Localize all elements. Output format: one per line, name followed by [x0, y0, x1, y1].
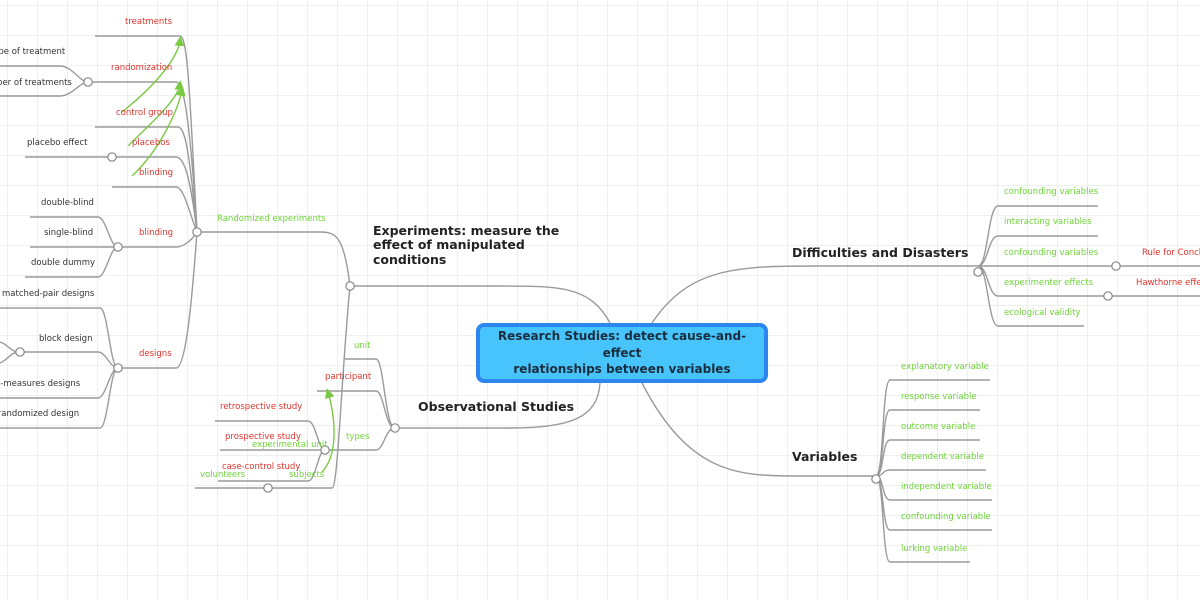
topic-designs[interactable]: designs	[139, 349, 172, 359]
topic-control-group[interactable]: control group	[116, 108, 173, 118]
topic-variable-item[interactable]: confounding variable	[901, 512, 991, 522]
topic-variable-item[interactable]: independent variable	[901, 482, 992, 492]
topic-hawthorne-effect[interactable]: Hawthorne effect	[1136, 278, 1200, 288]
branch-node-confounding	[1111, 261, 1121, 271]
topic-variable-item[interactable]: lurking variable	[901, 544, 968, 554]
branch-node-designs	[113, 363, 123, 373]
topic-rule-for-conclusions[interactable]: Rule for Conclusions	[1142, 248, 1200, 258]
branch-node-experimenter	[1103, 291, 1113, 301]
branch-node-experiments	[345, 281, 355, 291]
topic-experiments-line-1: Experiments: measure the	[373, 223, 560, 238]
topic-placebos[interactable]: placebos	[132, 138, 170, 148]
topic-number-of-treatments[interactable]: number of treatments	[0, 78, 72, 88]
topic-experiments-line-2: effect of manipulated	[373, 237, 525, 253]
topic-randomization[interactable]: randomization	[111, 63, 173, 73]
central-topic[interactable]: Research Studies: detect cause-and-effec…	[476, 323, 768, 383]
topic-subjects[interactable]: subjects	[289, 470, 325, 480]
topic-variable-item[interactable]: outcome variable	[901, 422, 976, 432]
topic-retrospective-study[interactable]: retrospective study	[220, 402, 303, 412]
topic-types[interactable]: types	[346, 432, 370, 442]
topic-confounding-variables-1[interactable]: confounding variables	[1004, 187, 1099, 197]
branch-node-randomized	[192, 227, 202, 237]
topic-single-blind[interactable]: single-blind	[44, 228, 94, 238]
topic-participant[interactable]: participant	[325, 372, 372, 382]
topic-observational-studies[interactable]: Observational Studies	[418, 399, 575, 414]
topic-treatments[interactable]: treatments	[125, 17, 173, 27]
branch-node-subjects	[263, 483, 273, 493]
topic-unit[interactable]: unit	[354, 341, 371, 351]
topic-volunteers[interactable]: volunteers	[200, 470, 246, 480]
topic-interacting-variables[interactable]: interacting variables	[1004, 217, 1092, 227]
branch-node-randomization	[83, 77, 93, 87]
topic-experimental-unit[interactable]: experimental unit	[252, 440, 328, 450]
topic-experiments[interactable]: Experiments: measure the effect of manip…	[373, 223, 560, 267]
topic-case-control-study[interactable]: case-control study	[222, 462, 301, 472]
topic-confounding-variables-2[interactable]: confounding variables	[1004, 248, 1099, 258]
topic-placebo-effect[interactable]: placebo effect	[27, 138, 88, 148]
central-topic-line-1: Research Studies: detect cause-and-effec…	[497, 328, 747, 360]
branch-node-observational	[390, 423, 400, 433]
topic-blinding-top[interactable]: blinding	[139, 168, 174, 178]
topic-variable-item[interactable]: dependent variable	[901, 452, 984, 462]
topic-double-blind[interactable]: double-blind	[41, 198, 94, 208]
topic-prospective-study[interactable]: prospective study	[225, 432, 301, 442]
topic-variable-item[interactable]: explanatory variable	[901, 362, 989, 372]
topic-experiments-line-3: conditions	[373, 251, 447, 267]
branch-node-types	[320, 445, 330, 455]
topic-randomized-experiments[interactable]: Randomized experiments	[217, 214, 326, 224]
branch-node-difficulties	[973, 267, 983, 277]
branch-node-blinding	[113, 242, 123, 252]
topic-type-of-treatment[interactable]: type of treatment	[0, 47, 66, 57]
topic-ecological-validity[interactable]: ecological validity	[1004, 308, 1081, 318]
topic-completely-randomized-design[interactable]: completely randomized design	[0, 409, 80, 419]
topic-block-design[interactable]: block design	[39, 334, 93, 344]
branch-node-block-design	[15, 347, 25, 357]
topic-double-dummy[interactable]: double dummy	[31, 258, 96, 268]
branch-node-variables	[871, 474, 881, 484]
topic-experimenter-effects[interactable]: experimenter effects	[1004, 278, 1093, 288]
topic-repeated-measures-designs[interactable]: repeated-measures designs	[0, 379, 81, 389]
topic-difficulties-and-disasters[interactable]: Difficulties and Disasters	[792, 245, 969, 260]
topic-variable-item[interactable]: response variable	[901, 392, 977, 402]
topic-blinding[interactable]: blinding	[139, 228, 174, 238]
topic-matched-pair-designs[interactable]: matched-pair designs	[2, 289, 95, 299]
topic-variables[interactable]: Variables	[792, 449, 858, 464]
branch-node-placebos	[107, 152, 117, 162]
central-topic-line-2: relationships between variables	[513, 362, 731, 377]
